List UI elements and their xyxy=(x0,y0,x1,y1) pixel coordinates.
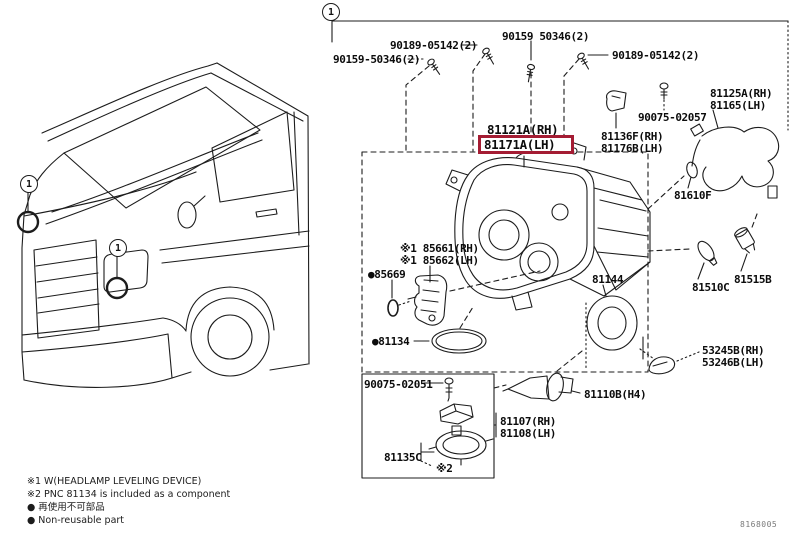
part-label-85669[interactable]: ●85669 xyxy=(368,268,406,281)
part-label-81136f-rh[interactable]: 81136F(RH) xyxy=(601,130,664,143)
part-label-81107-rh[interactable]: 81107(RH) xyxy=(500,415,557,428)
vehicle-drawing xyxy=(22,63,309,387)
figure-callout-top: 1 xyxy=(322,3,340,21)
part-label-81108-lh[interactable]: 81108(LH) xyxy=(500,427,557,440)
part-label-90159-50346-top[interactable]: 90159 50346(2) xyxy=(502,30,590,43)
part-label-81176b-lh[interactable]: 81176B(LH) xyxy=(601,142,664,155)
footnote-1: ※1 W(HEADLAMP LEVELING DEVICE) xyxy=(27,476,202,487)
oring-drawing xyxy=(388,300,398,316)
leveling-motor-drawing xyxy=(408,275,447,325)
part-label-81165-lh[interactable]: 81165(LH) xyxy=(710,99,767,112)
callout-bracket xyxy=(332,21,788,130)
part-label-81135c[interactable]: 81135C xyxy=(384,451,422,464)
part-label-81125a-rh[interactable]: 81125A(RH) xyxy=(710,87,773,100)
part-label-81144[interactable]: 81144 xyxy=(592,273,624,286)
figure-callout-van-left: 1 xyxy=(20,175,38,193)
clip-53245-drawing xyxy=(649,357,675,374)
part-label-90075-02051[interactable]: 90075-02051 xyxy=(364,378,433,391)
leader-lines xyxy=(392,41,747,466)
footnote-4: ● Non-reusable part xyxy=(27,515,125,526)
part-label-81134[interactable]: ●81134 xyxy=(372,335,410,348)
part-label-53246b-lh[interactable]: 53246B(LH) xyxy=(702,356,765,369)
screw-top-drawing xyxy=(525,64,535,82)
part-label-53245b-rh[interactable]: 53245B(RH) xyxy=(702,344,765,357)
seal-drawing xyxy=(587,296,637,350)
bolt-top-left-drawing xyxy=(482,47,497,66)
part-label-81171a-lh[interactable]: 81171A(LH) xyxy=(484,137,556,152)
bolt-top-right-drawing xyxy=(577,52,592,71)
bulb-clearance-drawing xyxy=(695,239,720,268)
screw-front-left-drawing xyxy=(427,58,443,76)
drawing-number: 8168005 xyxy=(740,520,778,529)
screw-02057-drawing xyxy=(660,83,668,99)
footnote-2: ※2 PNC 81134 is included as a component xyxy=(27,489,231,500)
part-label-90159-50346-front[interactable]: 90159-50346(2) xyxy=(333,53,421,66)
ref-mark-2: ※2 xyxy=(436,462,453,475)
part-label-90189-05142-left[interactable]: 90189-05142(2) xyxy=(390,39,478,52)
headlamp-bulb-drawing xyxy=(503,372,573,403)
mount-clip-drawing xyxy=(607,91,626,111)
highlight-box-81171a[interactable]: 81171A(LH) xyxy=(478,135,574,154)
part-label-81515b[interactable]: 81515B xyxy=(734,273,772,286)
part-label-81110b[interactable]: 81110B(H4) xyxy=(584,388,647,401)
construction-lines xyxy=(362,54,757,388)
part-label-85661-rh[interactable]: ※1 85661(RH) xyxy=(400,242,479,255)
socket-clearance-drawing xyxy=(733,226,758,255)
footnote-3-jp: ● 再使用不可部品 xyxy=(27,502,105,513)
part-label-85662-lh[interactable]: ※1 85662(LH) xyxy=(400,254,479,267)
part-label-81121a-rh[interactable]: 81121A(RH) xyxy=(487,122,559,137)
gasket-drawing xyxy=(432,329,486,353)
part-label-81610f[interactable]: 81610F xyxy=(674,189,712,202)
socket-subassembly-box xyxy=(362,374,494,478)
part-label-81510c[interactable]: 81510C xyxy=(692,281,730,294)
part-label-90075-02057[interactable]: 90075-02057 xyxy=(638,111,707,124)
part-label-90189-05142-right[interactable]: 90189-05142(2) xyxy=(612,49,700,62)
wire-harness-drawing xyxy=(685,124,779,198)
figure-callout-van-front: 1 xyxy=(109,239,127,257)
headlamp-location-markers xyxy=(18,191,127,298)
